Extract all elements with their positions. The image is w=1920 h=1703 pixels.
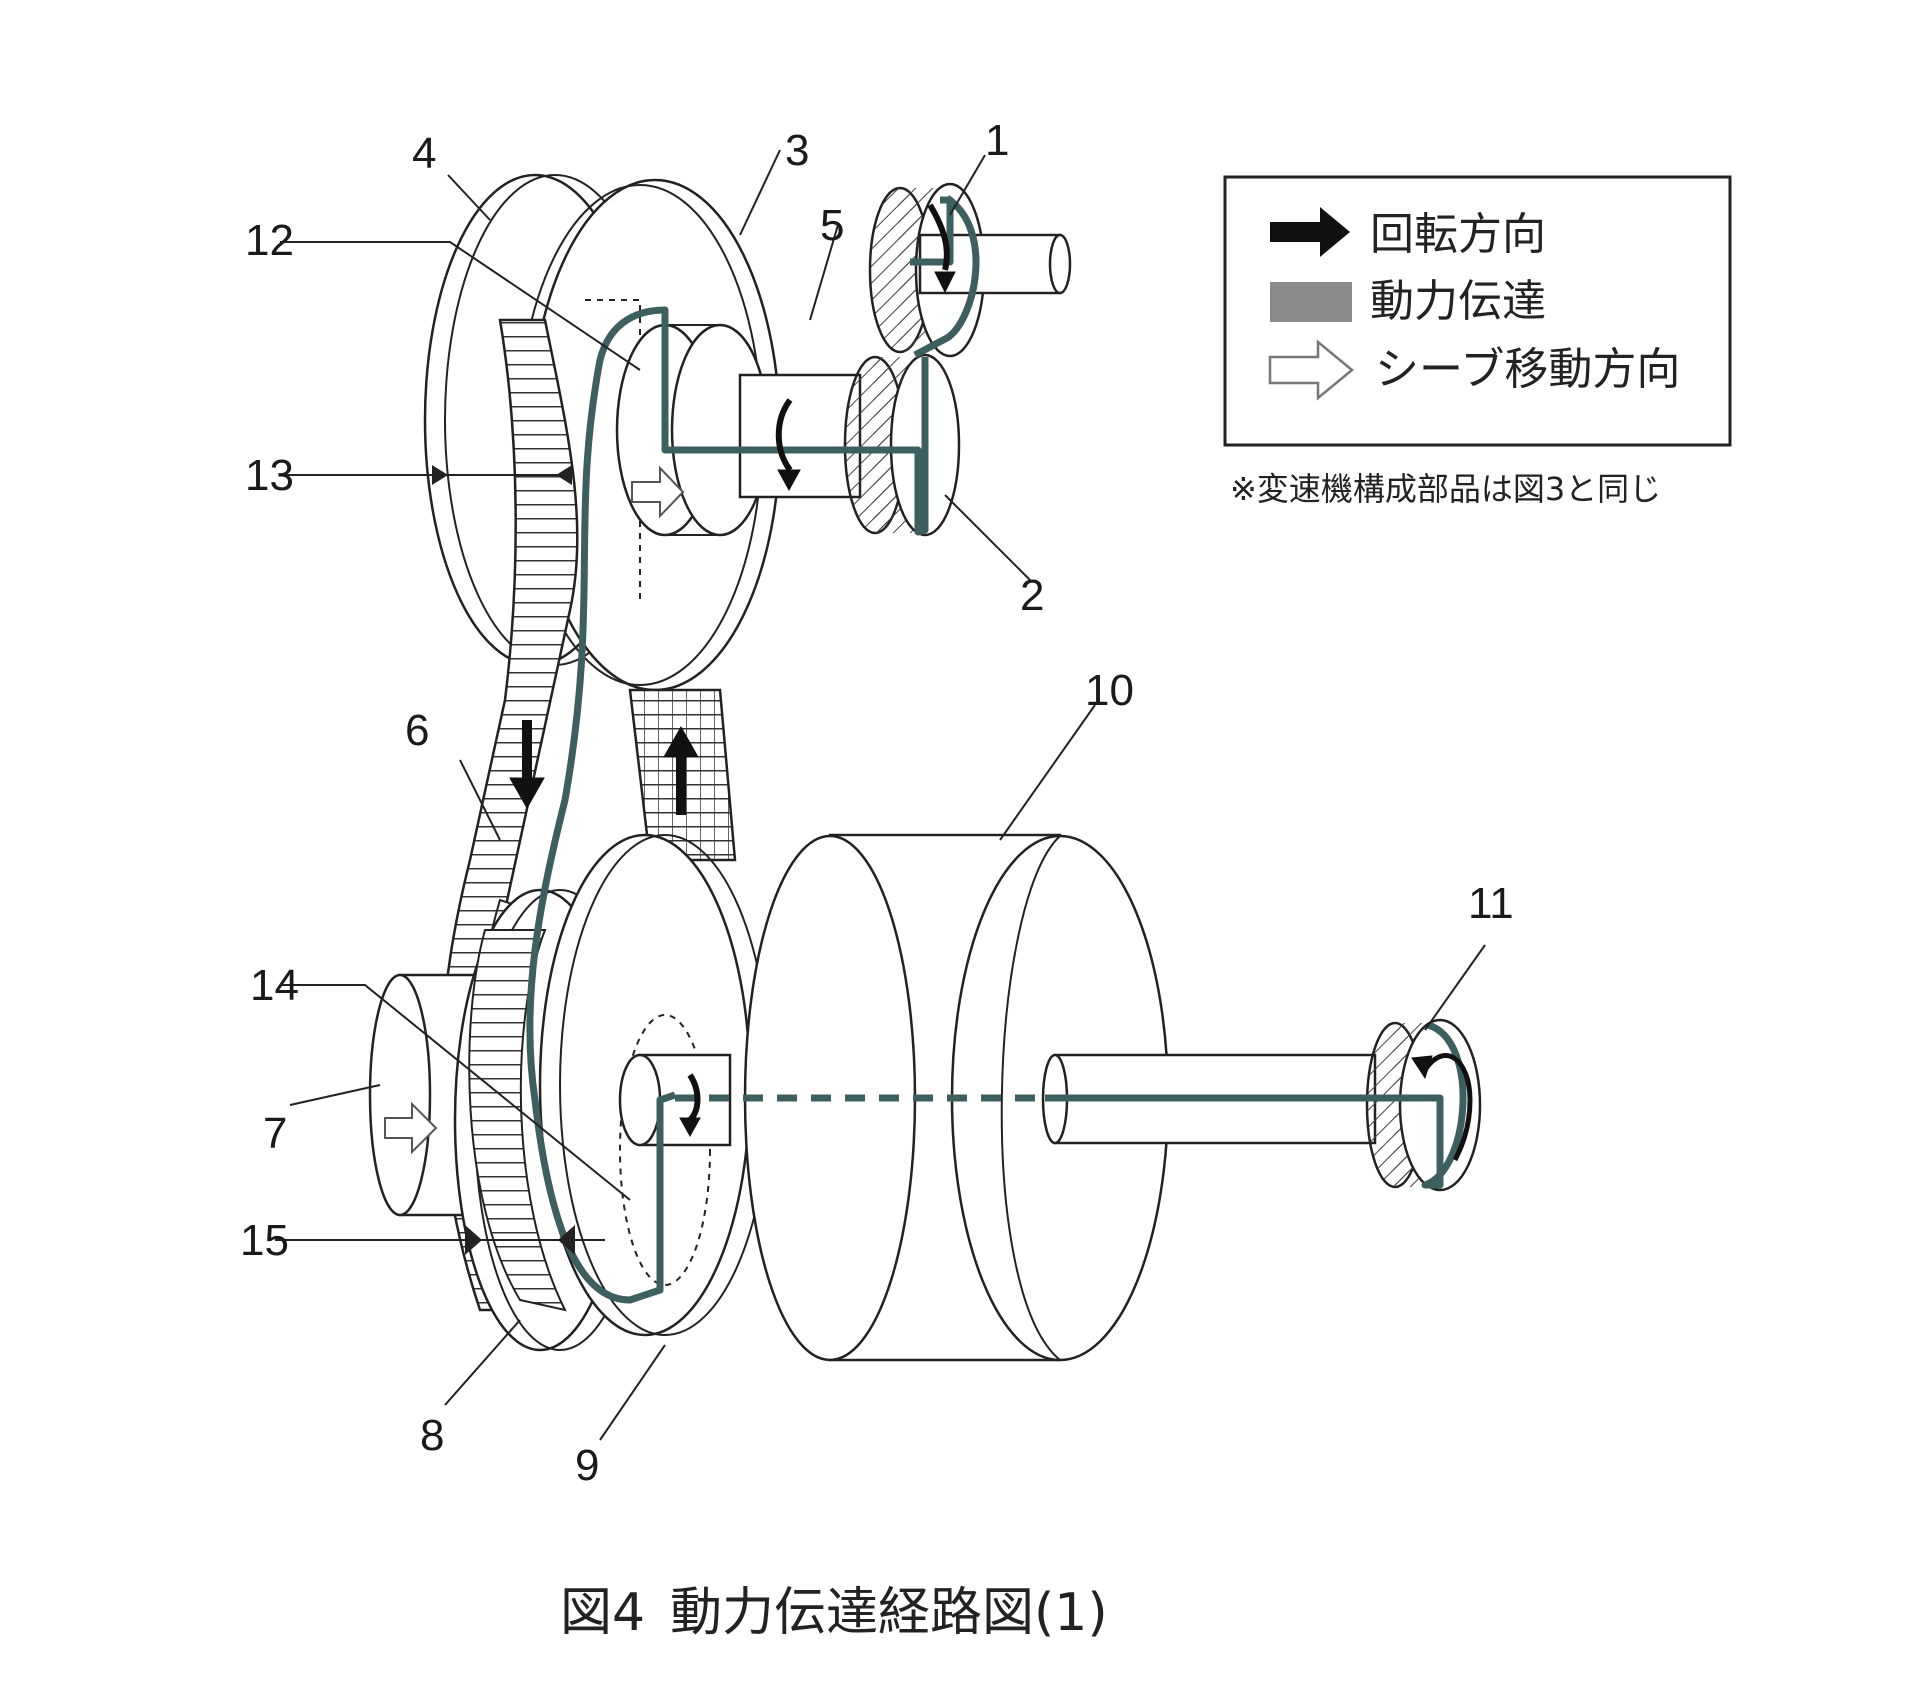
label-11: 11 [1468, 879, 1514, 928]
caption-title: 動力伝達経路図(1) [670, 1583, 1108, 1643]
gray-bar-icon [1270, 282, 1352, 322]
label-15: 15 [240, 1216, 289, 1265]
leader-lines [275, 149, 1486, 1441]
legend-item-power: 動力伝達 [1270, 276, 1546, 327]
sheave-move-arrow-upper [631, 465, 685, 519]
legend-note: ※変速機構成部品は図3と同じ [1230, 470, 1661, 508]
power-path [526, 195, 1467, 1304]
label-13: 13 [245, 451, 294, 500]
label-7: 7 [263, 1109, 287, 1158]
legend-item-rotation: 回転方向 [1270, 207, 1546, 260]
rotation-arrow-lower-hub [687, 1073, 701, 1123]
label-1: 1 [985, 116, 1009, 165]
label-2: 2 [1020, 571, 1044, 620]
gear-2 [843, 353, 961, 537]
rotation-arrow-hub [775, 398, 793, 472]
label-9: 9 [575, 1441, 599, 1490]
legend-rotation-label: 回転方向 [1370, 209, 1546, 260]
rotation-arrow-gear11 [1422, 1053, 1473, 1162]
label-5: 5 [820, 201, 844, 250]
label-6: 6 [405, 706, 429, 755]
label-8: 8 [420, 1411, 444, 1460]
upper-shaft [738, 373, 862, 499]
part-number-labels: 1 2 3 4 5 6 7 8 9 10 11 12 13 14 15 [240, 116, 1514, 1490]
gear-1 [868, 182, 1072, 358]
legend-sheave-label: シーブ移動方向 [1375, 344, 1680, 395]
legend-power-label: 動力伝達 [1370, 276, 1546, 327]
legend: 回転方向 動力伝達 シーブ移動方向 [1223, 175, 1732, 447]
label-14: 14 [250, 961, 299, 1010]
label-3: 3 [785, 126, 809, 175]
figure-caption: 図4 動力伝達経路図(1) [560, 1583, 1108, 1643]
piston-7 [368, 973, 432, 1217]
caption-figure-no: 図4 [560, 1583, 645, 1643]
label-10: 10 [1085, 666, 1134, 715]
sheave-move-arrow-lower [384, 1101, 438, 1155]
label-12: 12 [245, 216, 294, 265]
label-4: 4 [412, 129, 436, 178]
legend-item-sheave: シーブ移動方向 [1268, 339, 1680, 401]
rotation-arrows [509, 203, 1473, 1162]
hollow-arrow-icon [1268, 339, 1354, 401]
black-arrow-icon [1270, 207, 1350, 257]
rotation-arrow-gear1 [927, 203, 950, 271]
